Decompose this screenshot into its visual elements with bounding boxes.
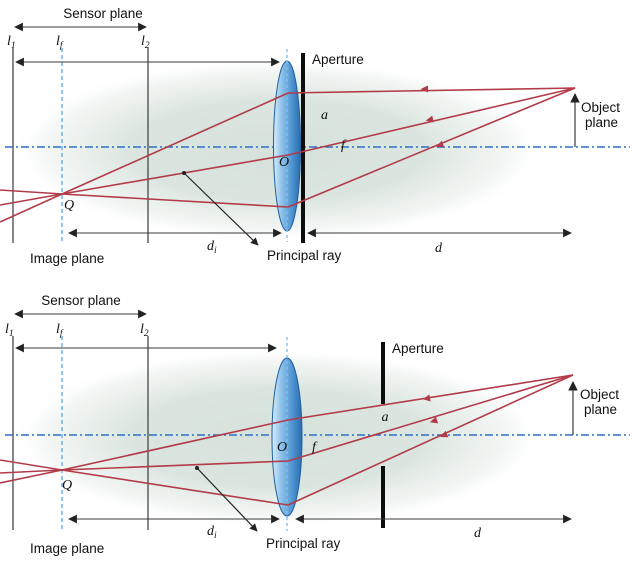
- rays: [0, 374, 574, 506]
- top-diagram: Sensor plane l1 lf l2 Aperture a O f Pri…: [0, 6, 630, 266]
- ray-marginal-bottom: [0, 374, 574, 506]
- plane-lf-label: lf: [56, 322, 64, 339]
- ray-direction-arrow: [429, 416, 439, 424]
- plane-l1-label: l1: [7, 34, 16, 51]
- object-plane-label-line1: Object: [581, 100, 620, 115]
- rays: [0, 85, 576, 223]
- principal-ray-label: Principal ray: [266, 536, 341, 551]
- focal-length-label: f: [312, 440, 318, 455]
- ray-principal: [0, 374, 574, 474]
- object-plane-label-line1: Object: [580, 387, 619, 402]
- ray-direction-arrow: [420, 85, 429, 93]
- d-dimension-label: d: [474, 526, 482, 541]
- aperture-bar-top: [381, 342, 385, 404]
- sensor-plane-label: Sensor plane: [41, 293, 121, 308]
- lens-center-label: O: [279, 155, 289, 170]
- aperture-label: Aperture: [392, 341, 444, 356]
- d-dimension-label: d: [435, 241, 443, 256]
- ray-marginal-bottom: [0, 87, 576, 208]
- aperture-radius-label: a: [382, 410, 389, 425]
- q-point-label: Q: [62, 478, 72, 493]
- image-plane-label: Image plane: [30, 541, 104, 556]
- plane-l1-label: l1: [5, 322, 14, 339]
- bottom-diagram: Sensor plane l1 lf l2 Aperture a O f Pri…: [0, 293, 630, 556]
- q-point-label: Q: [64, 198, 74, 213]
- plane-lf-label: lf: [56, 34, 64, 51]
- ray-direction-arrow: [422, 394, 431, 402]
- plane-l2-label: l2: [141, 34, 150, 51]
- ray-marginal-top: [0, 87, 576, 223]
- ray-marginal-top: [0, 374, 574, 484]
- lens-center-label: O: [277, 440, 287, 455]
- ray-direction-arrow: [425, 115, 434, 123]
- plane-l2-label: l2: [140, 322, 149, 339]
- object-plane-label-line2: plane: [585, 115, 618, 130]
- image-plane-label: Image plane: [30, 251, 104, 266]
- principal-ray-label: Principal ray: [267, 248, 342, 263]
- object-plane-label-line2: plane: [584, 402, 617, 417]
- ray-direction-arrow: [436, 140, 445, 148]
- aperture-label: Aperture: [312, 52, 364, 67]
- sensor-plane-label: Sensor plane: [63, 6, 143, 21]
- aperture-bar: [301, 53, 305, 243]
- ray-direction-arrow: [440, 430, 449, 438]
- aperture-bar-bottom: [381, 466, 385, 528]
- di-dimension-label: di: [207, 239, 217, 256]
- di-dimension-label: di: [207, 524, 217, 541]
- focal-length-label: f: [341, 138, 347, 153]
- aperture-radius-label: a: [321, 108, 328, 123]
